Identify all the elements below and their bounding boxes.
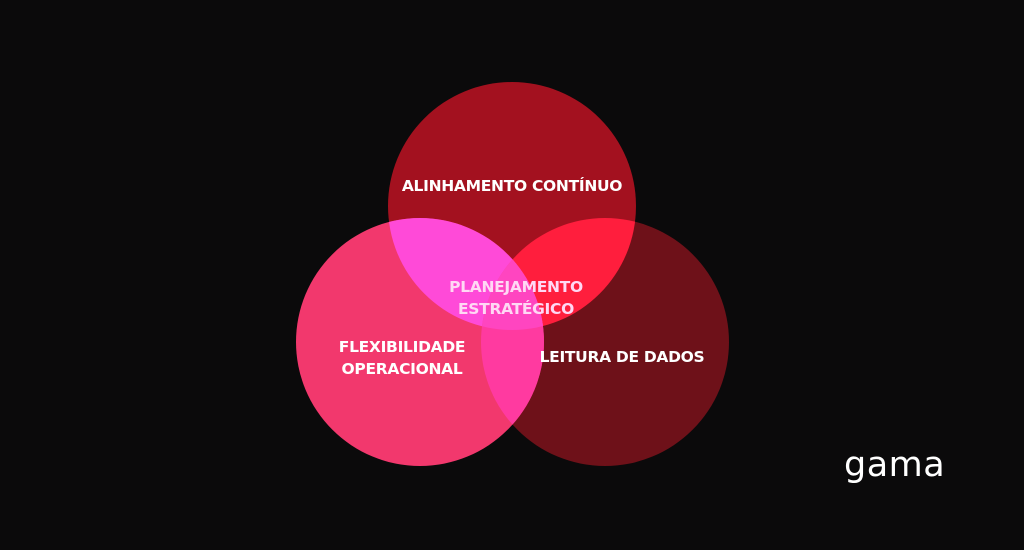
label-leitura-de-dados: LEITURA DE DADOS [540, 348, 705, 366]
label-center-line-2: ESTRATÉGICO [458, 299, 574, 318]
overlap-top-right [481, 218, 636, 330]
label-alinhamento-continuo: ALINHAMENTO CONTÍNUO [402, 176, 622, 195]
label-flexibilidade-line-1: FLEXIBILIDADE [339, 338, 465, 356]
label-center-line-1: PLANEJAMENTO [449, 278, 583, 296]
label-flexibilidade-line-2: OPERACIONAL [342, 360, 463, 378]
overlap-top-left [388, 218, 544, 330]
gama-logo: gama [844, 445, 946, 485]
